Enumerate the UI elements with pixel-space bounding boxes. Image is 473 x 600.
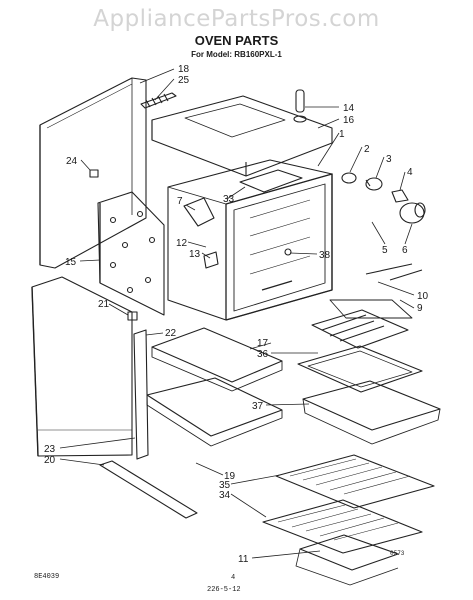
callout-10: 10 [417, 291, 429, 302]
callout-16: 16 [343, 115, 355, 126]
callout-9: 9 [417, 303, 423, 314]
callout-14: 14 [343, 103, 355, 114]
callout-33: 33 [223, 194, 235, 205]
rear-side-panel [39, 77, 147, 269]
callout-35: 35 [219, 480, 231, 491]
outer-side-panel [31, 276, 133, 457]
mounting-bracket [203, 251, 219, 269]
callout-37: 37 [252, 401, 264, 412]
control-knob-assembly [341, 172, 426, 224]
vent-bracket [140, 92, 177, 109]
callout-36: 36 [257, 349, 269, 360]
broil-pan-insert [297, 345, 423, 393]
callout-34: 34 [219, 490, 231, 501]
callout-22: 22 [165, 328, 177, 339]
side-trim-strip [133, 329, 149, 460]
callout-20: 20 [44, 455, 56, 466]
callout-1: 1 [339, 129, 345, 140]
page-number: 4 [231, 574, 236, 582]
callout-19: 19 [224, 471, 236, 482]
callout-17: 17 [257, 338, 269, 349]
callout-24: 24 [66, 156, 78, 167]
callout-4: 4 [407, 167, 413, 178]
leader-lines [59, 68, 415, 559]
callout-15: 15 [65, 257, 77, 268]
side-panel-with-fasteners [97, 191, 165, 316]
oven-rack-upper [275, 454, 435, 509]
broil-element [311, 263, 423, 349]
callout-7: 7 [177, 196, 183, 207]
revision-date-code: 226-5-12 [207, 586, 241, 594]
thermostat-bulb [293, 89, 307, 123]
callout-5: 5 [382, 245, 388, 256]
kick-strip [99, 460, 198, 519]
heat-shield [239, 169, 303, 193]
callout-11: 11 [238, 554, 249, 565]
model-subtitle: For Model: RB160PXL-1 [191, 50, 282, 59]
top-panel [151, 95, 333, 177]
broil-pan [302, 380, 441, 445]
callout-6: 6 [402, 245, 408, 256]
callout-labels: 18 25 14 16 1 2 3 4 24 33 7 5 6 15 12 13… [44, 64, 429, 565]
callout-13: 13 [189, 249, 201, 260]
callout-3: 3 [386, 154, 392, 165]
bottom-panel-upper [151, 327, 283, 392]
figure-code: 0573 [390, 550, 405, 557]
oven-rack-lower [262, 499, 423, 554]
diagram-title: OVEN PARTS [194, 33, 279, 48]
panel-clip [127, 311, 138, 321]
callout-12: 12 [176, 238, 188, 249]
oven-cavity [167, 159, 333, 321]
watermark: AppliancePartsPros.com [93, 6, 380, 32]
callout-18: 18 [178, 64, 190, 75]
side-insulation-piece [183, 197, 215, 227]
callout-23: 23 [44, 444, 56, 455]
rack-support-guide [295, 534, 399, 586]
callout-25: 25 [178, 75, 190, 86]
drawing-number: 8E4039 [34, 573, 60, 581]
bottom-panel-lower [146, 377, 283, 447]
callout-21: 21 [98, 299, 110, 310]
callout-38: 38 [319, 250, 331, 261]
callout-2: 2 [364, 144, 370, 155]
